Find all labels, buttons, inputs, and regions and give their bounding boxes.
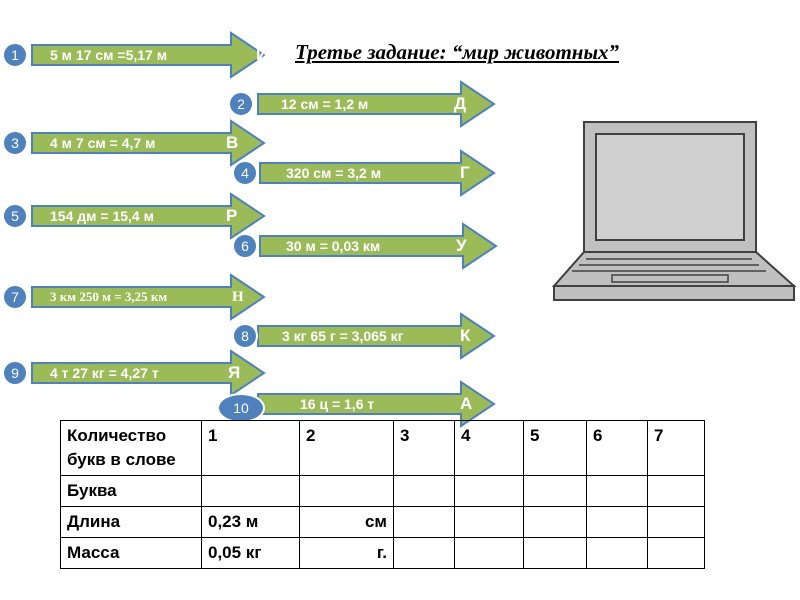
- row-label: Буква: [60, 475, 202, 507]
- table-cell: [647, 506, 705, 538]
- table-cell: [586, 506, 648, 538]
- arrow-equation: 4 т 27 кг = 4,27 т: [50, 365, 159, 381]
- table-cell: [523, 537, 587, 569]
- number-badge-2: 2: [228, 91, 254, 117]
- arrow-equation: 320 см = 3,2 м: [286, 165, 382, 181]
- arrow-task-6: 30 м = 0,03 км У: [258, 222, 498, 270]
- arrow-equation: 154 дм = 15,4 м: [50, 208, 154, 224]
- col-header-7: 7: [647, 420, 705, 476]
- table-cell: [647, 537, 705, 569]
- table-row: Длина 0,23 м см: [60, 506, 705, 538]
- col-header-3: 3: [393, 420, 455, 476]
- arrow-task-4: 320 см = 3,2 м Г: [258, 149, 496, 197]
- col-header-4: 4: [454, 420, 524, 476]
- arrow-letter: Я: [228, 363, 241, 382]
- number-badge-7: 7: [2, 284, 28, 310]
- table-cell: [201, 475, 300, 507]
- arrow-letter: В: [226, 133, 239, 152]
- table-cell: [454, 506, 524, 538]
- col-header-6: 6: [586, 420, 648, 476]
- arrow-letter: Д: [454, 94, 467, 113]
- arrow-task-2: 12 см = 1,2 м Д: [256, 80, 496, 128]
- table-cell: [454, 475, 524, 507]
- table-cell: [393, 537, 455, 569]
- laptop-icon: [551, 120, 797, 307]
- arrow-equation: 30 м = 0,03 км: [286, 238, 381, 254]
- arrow-letter: А: [460, 394, 473, 413]
- number-badge-8: 8: [232, 323, 258, 349]
- col-header-1: 1: [201, 420, 300, 476]
- arrow-letter: У: [456, 236, 467, 255]
- arrow-task-5: 154 дм = 15,4 м Р: [30, 192, 266, 240]
- arrow-equation: 16 ц = 1,6 т: [300, 396, 375, 412]
- page-title: Третье задание: “мир животных”: [295, 40, 620, 64]
- arrow-equation: 3 кг 65 г = 3,065 кг: [282, 328, 404, 344]
- table-row: Буква: [60, 475, 705, 507]
- col-header-2: 2: [299, 420, 394, 476]
- number-badge-3: 3: [2, 130, 28, 156]
- row-label: Количество букв в слове: [60, 420, 202, 476]
- table-row: Масса 0,05 кг г.: [60, 537, 705, 569]
- row-label: Масса: [60, 537, 202, 569]
- arrow-task-3: 4 м 7 см = 4,7 м В: [30, 119, 266, 167]
- arrow-task-7: 3 км 250 м = 3,25 км Н: [30, 273, 266, 321]
- table-cell: [647, 475, 705, 507]
- number-badge-1: 1: [2, 42, 28, 68]
- arrow-equation: 4 м 7 см = 4,7 м: [50, 135, 156, 151]
- table-cell: 0,23 м: [201, 506, 300, 538]
- table-cell: [299, 475, 394, 507]
- table-cell: 0,05 кг: [201, 537, 300, 569]
- arrow-equation: 5 м 17 см =5,17 м: [50, 47, 168, 63]
- table-cell: [523, 506, 587, 538]
- answer-table: Количество букв в слове 1 2 3 4 5 6 7 Бу…: [60, 420, 705, 569]
- number-badge-5: 5: [2, 203, 28, 229]
- arrow-task-1: 5 м 17 см =5,17 м И: [30, 31, 269, 79]
- arrow-letter: Р: [226, 206, 238, 225]
- table-cell: [393, 506, 455, 538]
- table-cell: [586, 537, 648, 569]
- table-cell: г.: [299, 537, 394, 569]
- arrow-equation: 12 см = 1,2 м: [281, 96, 369, 112]
- number-badge-10: 10: [217, 393, 265, 423]
- table-cell: [523, 475, 587, 507]
- arrow-task-10: 16 ц = 1,6 т А: [256, 380, 496, 428]
- table-cell: [393, 475, 455, 507]
- table-header-row: Количество букв в слове 1 2 3 4 5 6 7: [60, 420, 705, 476]
- arrow-task-8: 3 кг 65 г = 3,065 кг К: [256, 312, 496, 360]
- table-cell: [586, 475, 648, 507]
- table-cell: см: [299, 506, 394, 538]
- number-badge-4: 4: [232, 160, 258, 186]
- row-label: Длина: [60, 506, 202, 538]
- arrow-letter: К: [460, 326, 471, 345]
- arrow-equation: 3 км 250 м = 3,25 км: [50, 289, 168, 304]
- number-badge-6: 6: [232, 233, 258, 259]
- arrow-letter: Г: [460, 163, 470, 182]
- number-badge-9: 9: [2, 360, 28, 386]
- arrow-task-9: 4 т 27 кг = 4,27 т Я: [30, 349, 266, 397]
- col-header-5: 5: [523, 420, 587, 476]
- table-cell: [454, 537, 524, 569]
- arrow-letter: Н: [232, 288, 244, 305]
- arrow-letter: И: [256, 45, 269, 64]
